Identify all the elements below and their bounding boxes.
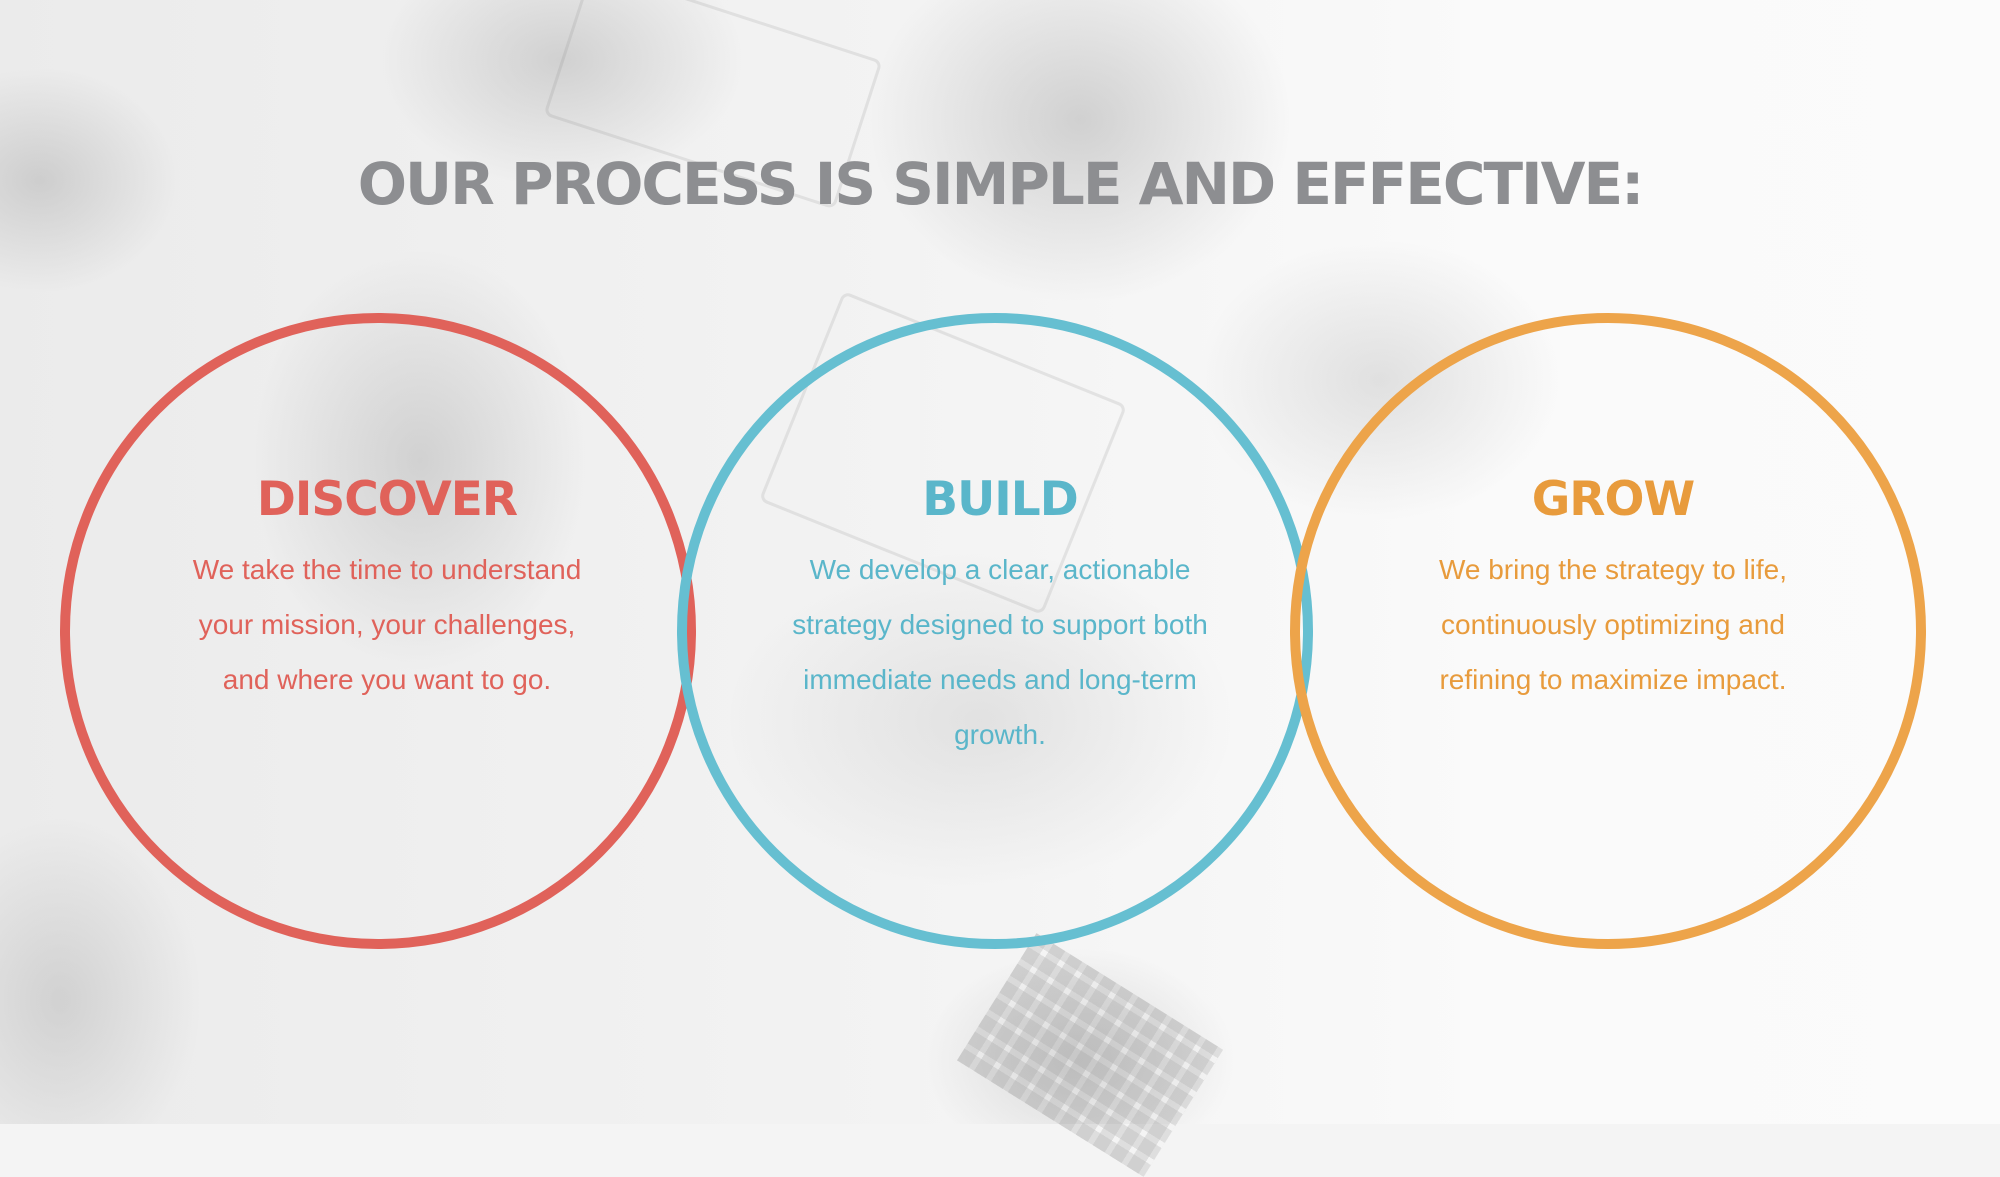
step-discover: DISCOVER We take the time to understand …	[177, 470, 597, 707]
step-title: GROW	[1531, 472, 1696, 527]
step-description: We develop a clear, actionable strategy …	[792, 554, 1208, 750]
grow-circle	[1290, 313, 1926, 949]
step-build: BUILD We develop a clear, actionable str…	[790, 470, 1210, 762]
step-description: We take the time to understand your miss…	[192, 554, 582, 695]
step-description: We bring the strategy to life, continuou…	[1438, 554, 1788, 695]
page-title: OUR PROCESS IS SIMPLE AND EFFECTIVE:	[357, 150, 1645, 218]
step-title: BUILD	[922, 472, 1078, 527]
step-grow: GROW We bring the strategy to life, cont…	[1403, 470, 1823, 707]
step-title: DISCOVER	[256, 472, 518, 527]
